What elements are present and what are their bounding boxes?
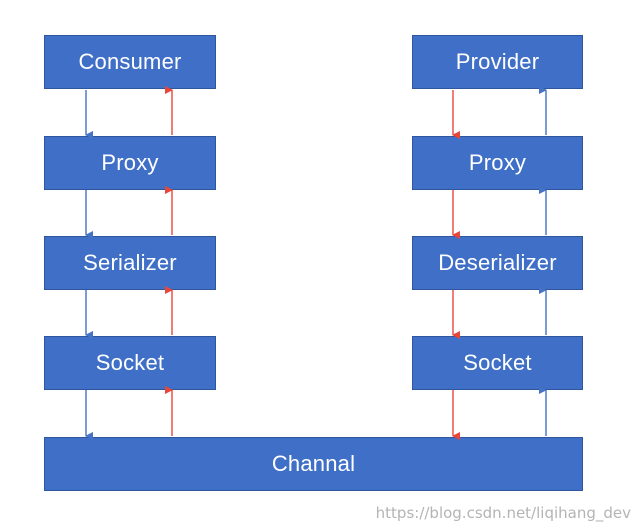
provider-socket-box: Socket [412,336,583,390]
provider-proxy-box: Proxy [412,136,583,190]
consumer-socket-box: Socket [44,336,216,390]
channel-box: Channal [44,437,583,491]
provider-box: Provider [412,35,583,89]
consumer-box: Consumer [44,35,216,89]
deserializer-box: Deserializer [412,236,583,290]
serializer-box: Serializer [44,236,216,290]
watermark: https://blog.csdn.net/liqihang_dev [375,504,631,522]
consumer-proxy-box: Proxy [44,136,216,190]
